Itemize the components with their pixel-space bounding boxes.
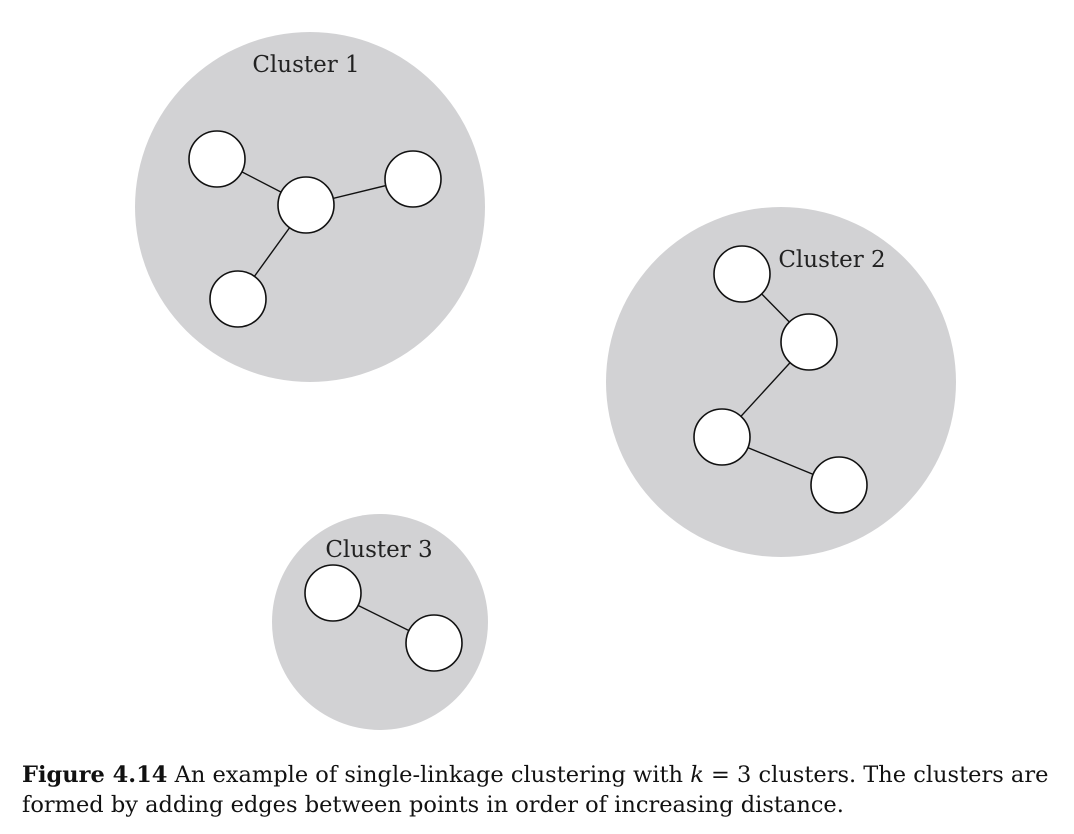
caption-text-before: An example of single-linkage clustering …: [174, 762, 684, 788]
cluster-3-point: [304, 564, 362, 622]
cluster-1-label: Cluster 1: [252, 52, 359, 78]
cluster-2-label: Cluster 2: [778, 247, 885, 273]
cluster-1-point: [384, 150, 442, 208]
figure-caption: Figure 4.14 An example of single-linkage…: [22, 760, 1062, 820]
cluster-3-label: Cluster 3: [325, 537, 432, 563]
cluster-3: Cluster 3: [272, 514, 488, 730]
cluster-3-point: [405, 614, 463, 672]
cluster-2-point: [693, 408, 751, 466]
cluster-2: Cluster 2: [606, 207, 956, 557]
caption-math-variable: k: [690, 762, 704, 788]
caption-text-after: clusters. The clusters are formed by add…: [22, 762, 1049, 818]
cluster-2-point: [780, 313, 838, 371]
figure-number: Figure 4.14: [22, 762, 168, 788]
cluster-1-point: [188, 130, 246, 188]
single-linkage-diagram: Cluster 1 Cluster 2 Cluster 3: [135, 32, 956, 730]
cluster-1-point: [209, 270, 267, 328]
cluster-1: Cluster 1: [135, 32, 485, 382]
cluster-2-point: [810, 456, 868, 514]
cluster-1-point: [277, 176, 335, 234]
cluster-2-region: [606, 207, 956, 557]
caption-math-rest: = 3: [711, 762, 752, 788]
cluster-2-point: [713, 245, 771, 303]
